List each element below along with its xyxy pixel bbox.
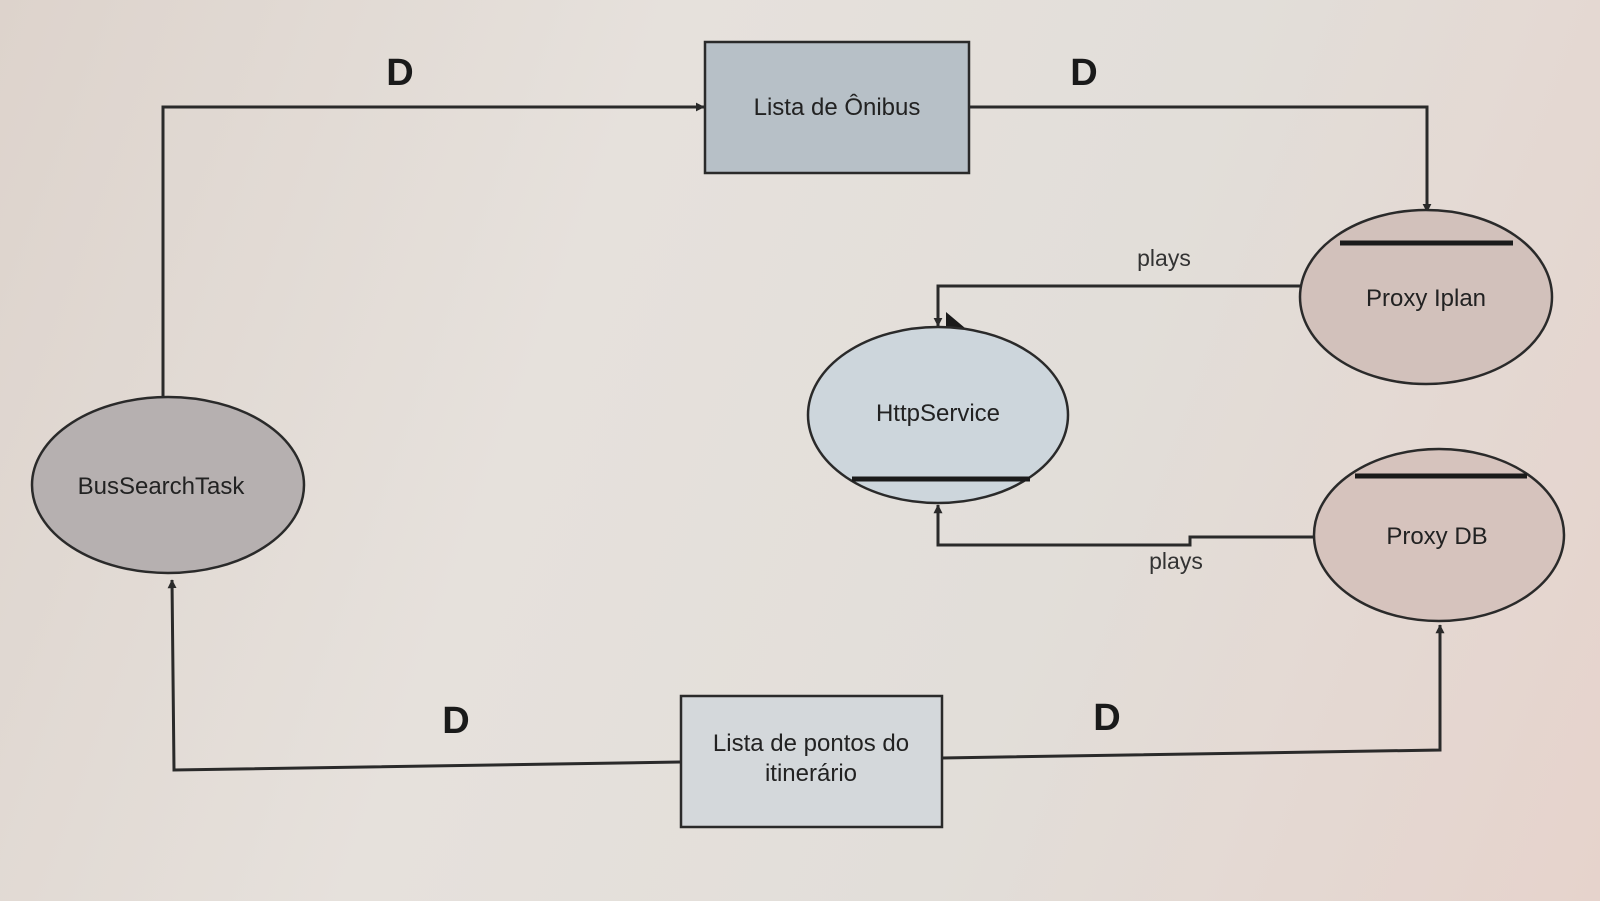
mouse-cursor-icon xyxy=(946,312,965,340)
node-http-service[interactable] xyxy=(806,325,1070,505)
edge-label-db-to-http: plays xyxy=(1149,548,1203,574)
proxy-iplan-label: Proxy Iplan xyxy=(1366,285,1486,312)
http-service-label: HttpService xyxy=(876,400,1000,427)
edge-lista-pontos-to-proxy-db xyxy=(941,624,1445,760)
edge-label-onibus-to-iplan: D xyxy=(1070,52,1097,94)
edge-lista-onibus-to-proxy-iplan xyxy=(970,105,1432,213)
proxy-db-label: Proxy DB xyxy=(1386,523,1487,550)
node-proxy-db[interactable] xyxy=(1312,447,1566,623)
edge-label-pontos-to-task: D xyxy=(442,700,469,742)
lista-de-pontos-label-line1: Lista de pontos do xyxy=(713,730,909,757)
edge-proxy-iplan-to-httpservice xyxy=(933,284,1302,327)
edge-proxy-db-to-httpservice xyxy=(933,504,1317,547)
bus-search-task-label: BusSearchTask xyxy=(78,473,246,500)
edge-label-iplan-to-http: plays xyxy=(1137,245,1191,271)
edge-label-task-to-onibus: D xyxy=(386,52,413,94)
lista-de-onibus-label: Lista de Ônibus xyxy=(754,93,921,121)
edge-label-pontos-to-db: D xyxy=(1093,697,1120,739)
lista-de-pontos-label-line2: itinerário xyxy=(765,760,857,787)
edge-task-to-lista-onibus xyxy=(161,102,705,400)
node-bus-search-task[interactable] xyxy=(30,395,306,575)
node-lista-de-pontos[interactable] xyxy=(679,694,944,829)
node-lista-de-onibus[interactable] xyxy=(703,40,971,175)
node-proxy-iplan[interactable] xyxy=(1298,208,1554,386)
edge-lista-pontos-to-task xyxy=(167,579,681,772)
